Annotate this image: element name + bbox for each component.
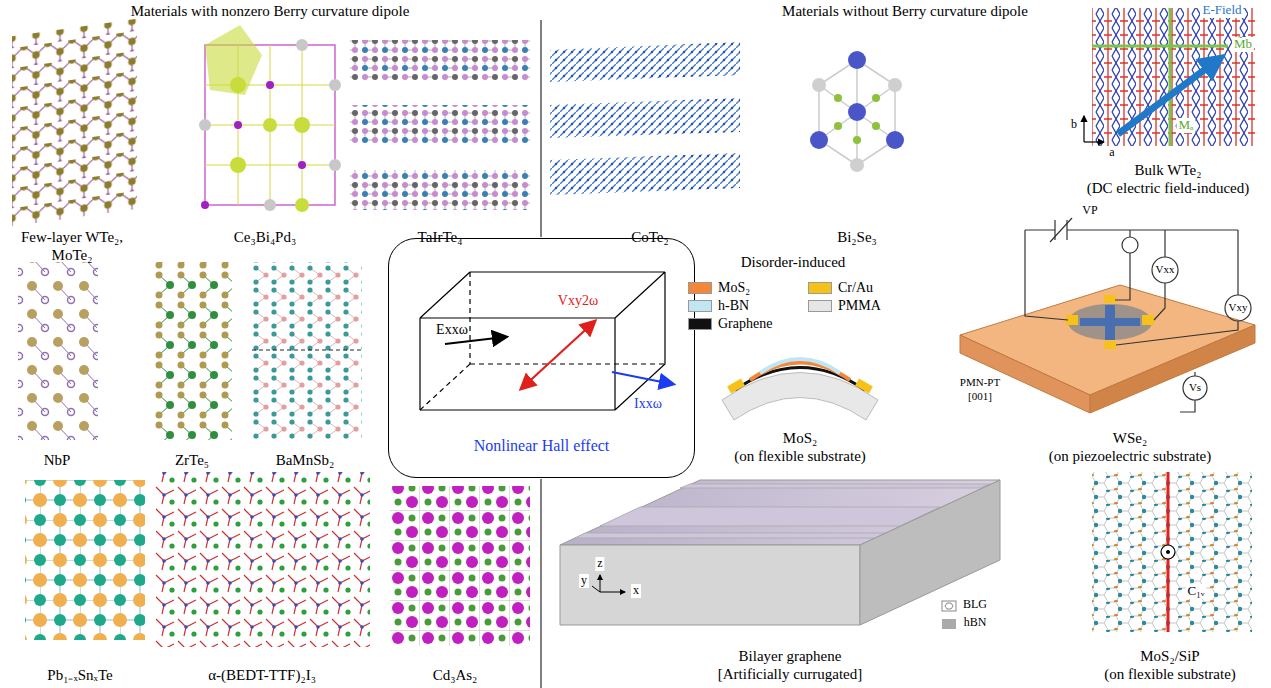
legend-row: Graphene (688, 316, 772, 332)
box-title: Nonlinear Hall effect (389, 437, 694, 455)
caption-label: [Artificially currugated] (718, 666, 863, 683)
legend-swatch (688, 282, 712, 294)
caption-label: x (631, 584, 641, 598)
caption-label: y (579, 574, 589, 588)
caption-label: VP (1082, 204, 1097, 218)
caption-label: [001] (968, 390, 992, 403)
caption-label: Vxy2ω (558, 293, 598, 309)
caption-label: a (1109, 146, 1114, 160)
caption-label: Exxω (436, 322, 468, 338)
caption-label: Few-layer WTe₂, (21, 229, 123, 246)
caption-label: PMN-PT (960, 376, 1000, 389)
caption-label: Bi₂Se₃ (837, 229, 877, 246)
caption-label: z (595, 557, 604, 571)
legend-swatch (808, 282, 832, 294)
legend-text: Cr/Au (838, 280, 873, 296)
caption-label: Vxx (1156, 263, 1175, 276)
legend-row: h-BN (688, 298, 749, 314)
caption-label: Pb₁₋ₓSnₓTe (47, 667, 112, 684)
caption-label: (DC electric field-induced) (1087, 180, 1249, 197)
caption-label: BLG (963, 598, 987, 612)
caption-label: Bilayer graphene (739, 648, 842, 665)
caption-label: (on flexible substrate) (734, 448, 866, 465)
legend-row: PMMA (808, 298, 881, 314)
caption-label: BaMnSb₂ (276, 452, 335, 469)
caption-label: NbP (44, 452, 71, 469)
caption-label: Vxy (1229, 301, 1248, 314)
legend-row: Cr/Au (808, 280, 873, 296)
legend-swatch (808, 300, 832, 312)
legend-swatch (688, 318, 712, 330)
caption-label: Ixxω (634, 396, 662, 412)
rounded-box: Nonlinear Hall effect (388, 238, 695, 478)
caption-label: b (1071, 118, 1077, 132)
caption-label: C₁ᵥ (1185, 584, 1206, 599)
caption-label: E-Field (1201, 3, 1244, 18)
caption-label: Cd₃As₂ (433, 667, 478, 684)
legend-text: h-BN (718, 298, 749, 314)
legend-text: Graphene (718, 316, 772, 332)
caption-label: hBN (964, 616, 987, 630)
caption-label: Disorder-induced (741, 254, 846, 271)
caption-label: Materials with nonzero Berry curvature d… (131, 3, 410, 20)
caption-label: ZrTe₅ (175, 452, 209, 469)
caption-label: MoS₂ (783, 430, 817, 447)
caption-label: α-(BEDT-TTF)₂I₃ (208, 667, 316, 684)
legend-row: MoS₂ (688, 280, 750, 296)
caption-label: MoS₂/SiP (1140, 648, 1199, 665)
caption-label: Ce₃Bi₄Pd₃ (234, 229, 296, 246)
legend-text: MoS₂ (718, 280, 750, 296)
legend-swatch (688, 300, 712, 312)
legend-text: PMMA (838, 298, 881, 314)
caption-label: Bulk WTe₂ (1135, 162, 1202, 179)
caption-label: (on piezoelectric substrate) (1049, 448, 1211, 465)
caption-label: WSe₂ (1113, 430, 1147, 447)
caption-label: Mₐ (1176, 118, 1195, 133)
caption-label: Vs (1189, 381, 1201, 394)
caption-label: MoTe₂ (52, 247, 93, 264)
caption-label: Materials without Berry curvature dipole (782, 3, 1028, 20)
caption-label: M̃b (1232, 37, 1254, 52)
caption-label: (on flexible substrate) (1104, 666, 1236, 683)
